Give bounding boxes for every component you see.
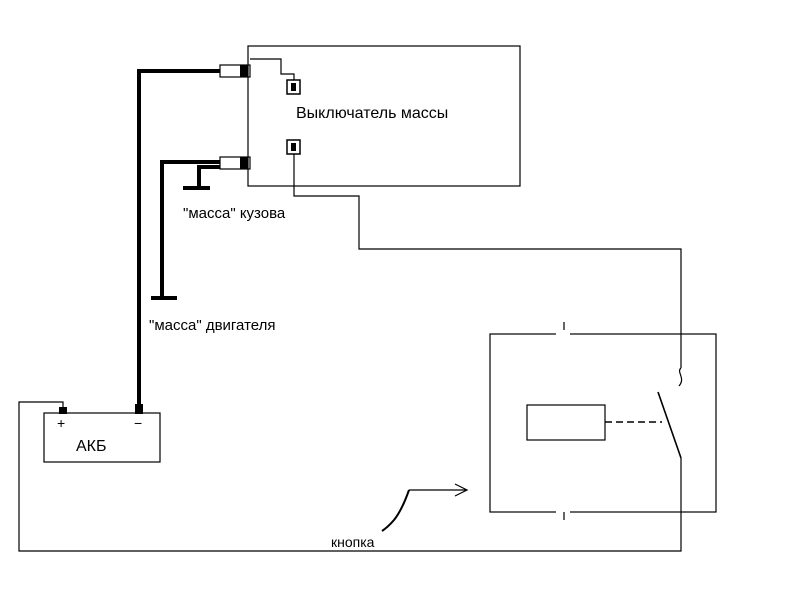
relay-bottom-pin [556, 506, 570, 520]
switch-to-engine-ground-wire [160, 160, 220, 298]
button-lever [381, 489, 410, 532]
switch-bottom-connector [219, 156, 251, 170]
relay-contact-top [678, 367, 683, 387]
engine-ground-label: "масса" двигателя [149, 317, 276, 334]
mass-switch-box [247, 45, 521, 187]
switch-to-relay-wire [293, 154, 682, 368]
relay-to-battery-plus-wire [18, 401, 682, 552]
battery-label: АКБ [76, 438, 107, 455]
body-ground-label: "масса" кузова [183, 205, 286, 222]
relay-coil [526, 404, 606, 441]
battery-box [43, 412, 161, 463]
battery-minus-sign: − [134, 415, 142, 431]
switch-top-contact [286, 79, 301, 95]
relay-top-pin [556, 322, 570, 340]
body-ground-wire [197, 165, 220, 188]
button-arrow [409, 483, 469, 497]
battery-minus-terminal [135, 404, 143, 414]
button-label: кнопка [331, 534, 375, 550]
battery-plus-sign: + [57, 415, 65, 431]
switch-internal-wire [250, 58, 295, 80]
switch-top-connector [219, 64, 251, 78]
mass-switch-label: Выключатель массы [296, 105, 448, 122]
relay-contact-blade [657, 391, 682, 459]
battery-plus-terminal [59, 407, 67, 414]
relay-box [489, 333, 717, 513]
battery-minus-to-switch-wire [137, 69, 220, 412]
switch-bottom-contact [286, 139, 301, 155]
